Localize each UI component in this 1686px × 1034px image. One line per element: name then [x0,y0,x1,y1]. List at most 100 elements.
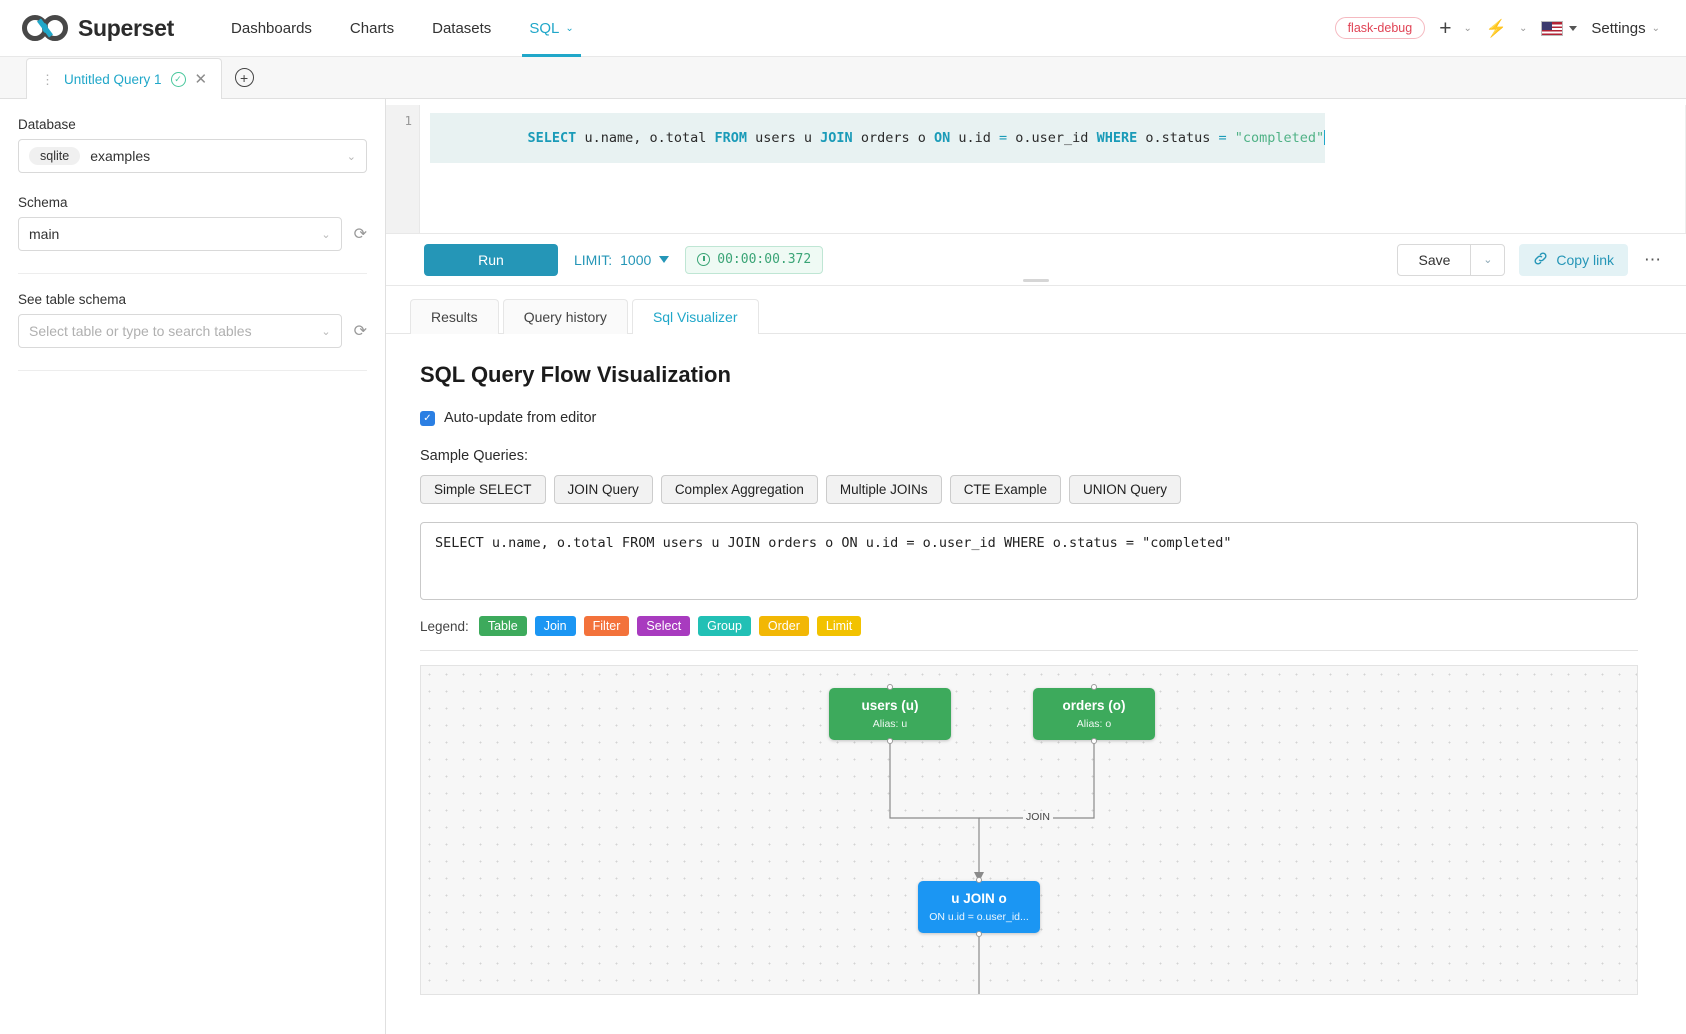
workspace: Database sqlite examples ⌄ Schema main ⌄… [0,99,1686,1034]
check-circle-icon: ✓ [170,71,186,87]
schema-select[interactable]: main ⌄ [18,217,342,251]
chevron-down-icon: ⌄ [346,150,356,163]
port-top [887,684,893,690]
port-top [976,877,982,883]
copy-link-button[interactable]: Copy link [1519,243,1628,276]
clock-icon [697,253,711,266]
edge-label-join: JOIN [1023,811,1053,823]
tok-eq2: = [1218,130,1227,146]
port-bottom [887,738,893,744]
editor-toolbar: Run LIMIT: 1000 00:00:00.372 Save ⌄ [386,234,1686,286]
flow-node-users-title: users (u) [861,698,919,713]
legend-chip-limit: Limit [816,616,862,636]
tok-users: users u [747,130,821,146]
flow-node-orders-title: orders (o) [1062,698,1126,713]
nav-item-dashboards-label: Dashboards [231,19,312,37]
ace-editor[interactable]: 1 SELECT u.name, o.total FROM users u JO… [386,105,1686,233]
database-engine-badge: sqlite [29,147,81,165]
pane-resize-handle[interactable] [1023,279,1049,282]
tok-status: o.status [1137,130,1219,146]
more-options-icon[interactable]: ⋯ [1644,249,1662,269]
auto-update-row[interactable]: ✓ Auto-update from editor [420,410,1652,426]
query-tab-untitled-query-1[interactable]: ⋮ Untitled Query 1 ✓ ✕ [26,58,223,99]
run-button[interactable]: Run [424,243,558,276]
nav-links: Dashboards Charts Datasets SQL ⌄ [212,0,593,57]
timer-value: 00:00:00.372 [717,252,812,267]
sample-button-simple-select[interactable]: Simple SELECT [420,475,546,504]
sample-button-multiple-joins[interactable]: Multiple JOINs [825,475,942,504]
language-selector[interactable] [1541,20,1578,36]
save-button-group: Save ⌄ [1397,243,1506,276]
save-dropdown-button[interactable]: ⌄ [1470,244,1504,275]
tab-query-history[interactable]: Query history [502,299,628,334]
drag-dots-icon[interactable]: ⋮ [41,71,55,87]
editor-gutter: 1 [386,105,420,233]
new-item-button[interactable]: + ⌄ [1439,18,1472,39]
line-number: 1 [404,113,412,128]
table-select[interactable]: Select table or type to search tables ⌄ [18,314,342,348]
tab-sql-visualizer[interactable]: Sql Visualizer [631,299,759,334]
chevron-down-icon: ⌄ [321,228,331,241]
tab-query-history-label: Query history [523,309,607,325]
flow-node-orders-alias: Alias: o [1076,718,1112,730]
tok-cols: u.name, o.total [576,130,715,146]
flow-node-orders[interactable]: orders (o) Alias: o [1033,684,1155,744]
flow-node-join[interactable]: u JOIN o ON u.id = o.user_id... [918,877,1040,937]
sample-button-complex-aggregation[interactable]: Complex Aggregation [660,475,818,504]
result-tabs: Results Query history Sql Visualizer [386,286,1686,334]
settings-label: Settings [1591,19,1646,37]
chevron-down-icon: ⌄ [1463,22,1472,34]
flow-node-join-title: u JOIN o [951,891,1007,906]
tok-userid: o.user_id [1007,130,1097,146]
flow-canvas[interactable]: JOIN users (u) Alias: u orders (o) Alias… [420,665,1638,995]
copy-link-label: Copy link [1556,251,1614,268]
editor-code-line: SELECT u.name, o.total FROM users u JOIN… [430,113,1326,163]
flow-node-users[interactable]: users (u) Alias: u [829,684,951,744]
sample-queries-label: Sample Queries: [420,448,528,464]
brand-logo-group[interactable]: Superset [22,15,174,42]
tok-completed: "completed" [1226,130,1325,146]
sample-button-union-query[interactable]: UNION Query [1068,475,1181,504]
legend-chip-filter: Filter [583,616,630,636]
sql-input-textarea[interactable] [420,522,1638,600]
flask-debug-badge: flask-debug [1334,17,1426,39]
brand-title: Superset [78,14,175,41]
tok-uid: u.id [950,130,1000,146]
sql-editor[interactable]: 1 SELECT u.name, o.total FROM users u JO… [386,99,1686,234]
legend-chip-group: Group [698,616,751,636]
table-row: Select table or type to search tables ⌄ … [18,314,367,348]
nav-item-dashboards[interactable]: Dashboards [212,0,331,57]
refresh-tables-icon[interactable]: ⟳ [353,323,367,340]
legend-chip-join: Join [534,616,576,636]
tab-results[interactable]: Results [410,299,499,334]
sample-button-join-query[interactable]: JOIN Query [553,475,653,504]
triangle-down-icon [1569,25,1578,31]
nav-item-datasets[interactable]: Datasets [413,0,510,57]
save-button[interactable]: Save [1418,251,1451,268]
nav-item-sql[interactable]: SQL ⌄ [510,0,592,57]
nav-item-charts[interactable]: Charts [331,0,413,57]
top-navbar: Superset Dashboards Charts Datasets SQL … [0,0,1686,57]
chevron-down-icon: ⌄ [565,22,574,34]
editor-code-area[interactable]: SELECT u.name, o.total FROM users u JOIN… [420,105,1686,233]
refresh-schema-icon[interactable]: ⟳ [353,226,367,243]
sidebar-divider-2 [18,370,367,371]
sample-button-cte-example[interactable]: CTE Example [949,475,1061,504]
superset-logo-icon [22,15,68,41]
schema-label: Schema [18,195,68,210]
legend-chip-order: Order [758,616,809,636]
quick-actions-button[interactable]: ⚡ ⌄ [1486,20,1528,37]
limit-dropdown[interactable]: LIMIT: 1000 [574,252,670,268]
settings-menu[interactable]: Settings ⌄ [1591,20,1660,37]
schema-row: main ⌄ ⟳ [18,217,367,251]
tok-orders: orders o [852,130,934,146]
auto-update-checkbox[interactable]: ✓ [420,410,435,426]
flow-node-join-condition: ON u.id = o.user_id... [929,911,1029,923]
close-icon[interactable]: ✕ [194,71,208,88]
database-label: Database [18,117,76,132]
plus-icon: + [1439,16,1452,40]
nav-item-sql-label: SQL [529,19,560,37]
database-select[interactable]: sqlite examples ⌄ [18,139,367,173]
new-query-tab-button[interactable]: + [222,57,267,98]
legend: Legend: Table Join Filter Select Group O… [420,616,1652,636]
